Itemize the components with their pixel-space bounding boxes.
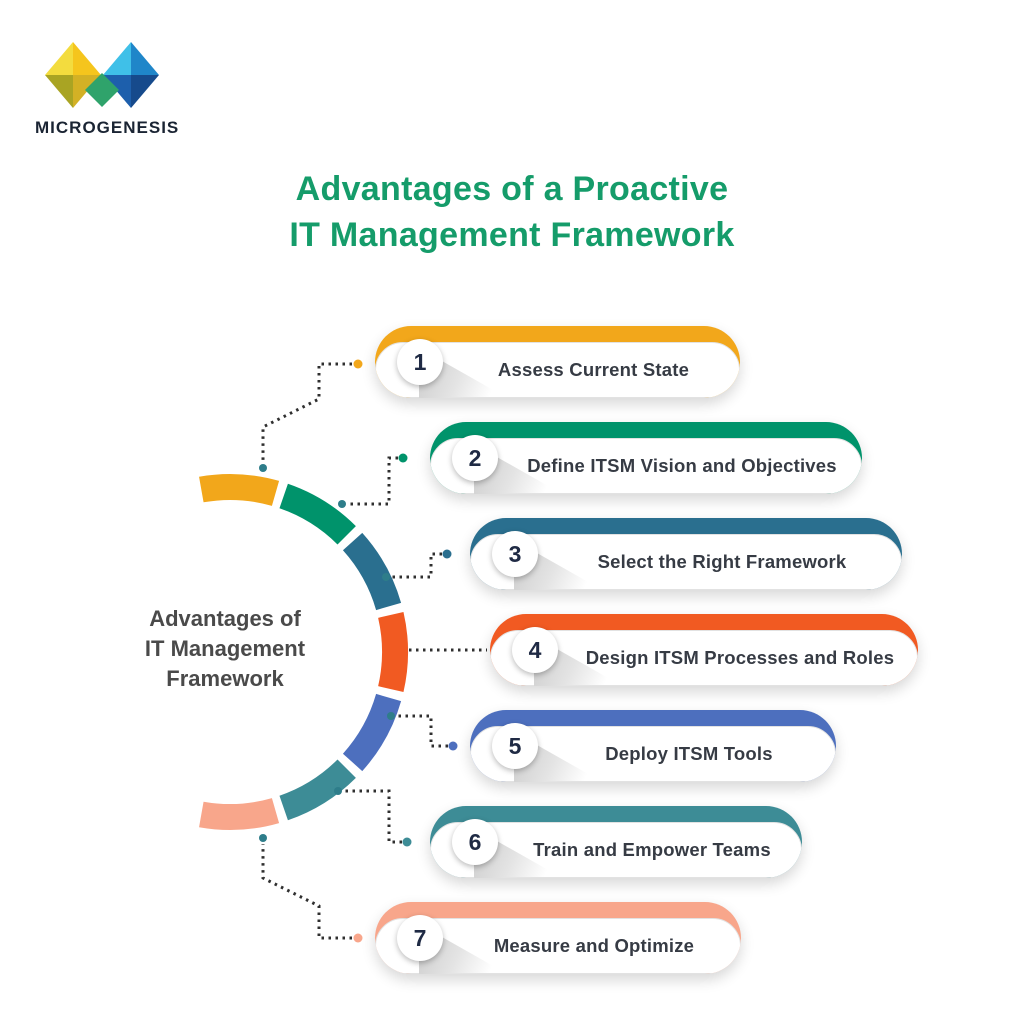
brand-name-part2: GENESIS: [96, 118, 180, 137]
connector-dot-arc-3: [382, 573, 390, 581]
connector-dot-arc-1: [259, 464, 267, 472]
hub-label-line2: IT Management: [144, 636, 306, 661]
step-label: Measure and Optimize: [493, 935, 695, 956]
hub-label-line3: Framework: [166, 666, 284, 691]
connector-dot-arc-5: [387, 712, 395, 720]
step-label: Select the Right Framework: [597, 551, 847, 572]
arc-segment-2: [279, 483, 356, 545]
step-number: 2: [468, 444, 482, 471]
step-label: Design ITSM Processes and Roles: [585, 647, 895, 668]
brand-name-part1: MICRO: [35, 118, 97, 137]
step-label: Train and Empower Teams: [533, 839, 771, 860]
step-pill-5: 5 Deploy ITSM Tools: [470, 710, 836, 782]
step-number: 1: [413, 348, 427, 375]
logo-facet: [73, 42, 101, 75]
step-number-badge: 3: [492, 531, 538, 577]
page-title: Advantages of a Proactive IT Management …: [0, 166, 1024, 258]
step-pill-2: 2 Define ITSM Vision and Objectives: [430, 422, 862, 494]
connector-line-3: [392, 552, 442, 579]
step-pill-7: 7 Measure and Optimize: [375, 902, 741, 974]
logo-facet: [85, 73, 119, 107]
logo-facet: [103, 42, 131, 75]
connector-dot-pill-2: [398, 453, 408, 463]
logo-diamonds-icon: [45, 42, 159, 108]
logo-facet: [45, 42, 73, 75]
arc-segment-7: [199, 798, 280, 831]
step-number: 5: [508, 732, 522, 759]
connector-line-1: [261, 362, 352, 462]
hub-label: Advantages of IT Management Framework: [100, 604, 350, 694]
step-label: Assess Current State: [497, 359, 690, 380]
arc-segment-4: [378, 611, 408, 693]
logo-facet: [45, 75, 73, 108]
connector-line-6: [344, 789, 402, 844]
connector-dot-pill-5: [448, 741, 458, 751]
connector-dot-pill-1: [353, 359, 363, 369]
step-number-badge: 6: [452, 819, 498, 865]
connector-dot-arc-2: [338, 500, 346, 508]
step-label: Deploy ITSM Tools: [605, 743, 773, 764]
step-number-badge: 1: [397, 339, 443, 385]
brand-name: MICROGENESIS: [35, 118, 185, 138]
connector-dot-arc-7: [259, 834, 267, 842]
connector-dot-pill-3: [442, 549, 452, 559]
step-label: Define ITSM Vision and Objectives: [527, 455, 837, 476]
step-pill-3: 3 Select the Right Framework: [470, 518, 902, 590]
step-pill-6: 6 Train and Empower Teams: [430, 806, 802, 878]
connector-line-5: [396, 714, 448, 748]
connector-dot-arc-4: [397, 645, 407, 655]
step-number-badge: 4: [512, 627, 558, 673]
page-title-line1: Advantages of a Proactive: [295, 170, 729, 208]
step-pill-1: 1 Assess Current State: [375, 326, 740, 398]
connector-line-7: [261, 844, 352, 940]
arc-segment-6: [279, 759, 356, 821]
step-number: 6: [468, 828, 482, 855]
connector-dot-pill-7: [353, 933, 363, 943]
step-pill-4: 4 Design ITSM Processes and Roles: [490, 614, 918, 686]
connector-dot-arc-6: [334, 787, 342, 795]
arc-segment-3: [342, 532, 402, 611]
step-number: 4: [528, 636, 542, 663]
step-number: 7: [413, 924, 427, 951]
step-number-badge: 7: [397, 915, 443, 961]
logo-facet: [131, 75, 159, 108]
step-number: 3: [508, 540, 522, 567]
connector-dot-pill-6: [402, 837, 412, 847]
connector-line-2: [348, 456, 398, 506]
arc-segment-5: [342, 693, 402, 772]
page-title-line2: IT Management Framework: [289, 216, 735, 254]
hub-label-line1: Advantages of: [149, 606, 301, 631]
step-number-badge: 5: [492, 723, 538, 769]
logo-facet: [131, 42, 159, 75]
arc-segment-1: [199, 473, 280, 506]
step-number-badge: 2: [452, 435, 498, 481]
brand-logo: MICROGENESIS: [35, 36, 185, 138]
